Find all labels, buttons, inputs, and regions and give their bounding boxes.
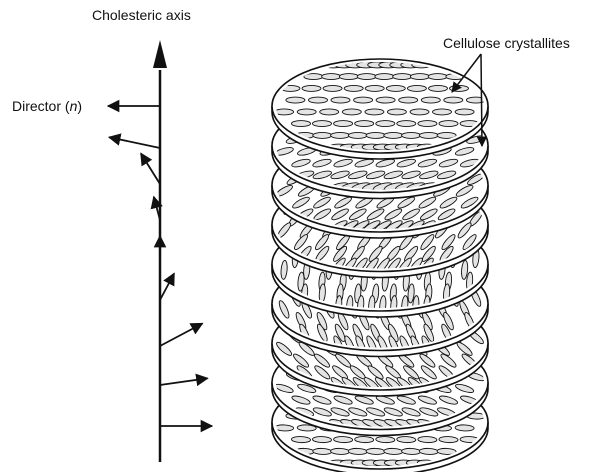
crystallite (355, 121, 374, 127)
crystallite (393, 74, 412, 80)
crystallite (302, 85, 321, 91)
crystallite (366, 132, 385, 138)
director-arrow (141, 154, 160, 185)
director-arrow (160, 274, 174, 301)
director-label: Director (n) (12, 98, 82, 114)
crystallite (309, 97, 328, 103)
crystallite (322, 74, 341, 80)
crystallite (407, 85, 426, 91)
cholesteric-axis-arrowhead (153, 40, 167, 68)
crystallite (342, 109, 361, 115)
crystallite (354, 97, 373, 103)
crystallite (348, 448, 367, 455)
director-label-prefix: Director ( (12, 98, 70, 114)
cellulose-layer-stack (272, 59, 488, 472)
crystallite (313, 121, 332, 127)
crystallite (366, 448, 385, 455)
crystallite (384, 448, 403, 455)
crystallite (348, 132, 367, 138)
cellulose-crystallites-label: Cellulose crystallites (443, 35, 570, 51)
crystallite (297, 109, 316, 115)
crystallite (455, 425, 474, 432)
crystallite (376, 121, 395, 127)
crystallite (419, 448, 438, 455)
callout-line-bottom (481, 54, 482, 146)
director-arrow (160, 378, 208, 385)
crystallite (419, 132, 438, 138)
crystallite (376, 97, 395, 103)
crystallite (402, 132, 421, 138)
crystallite (402, 448, 421, 455)
crystallite (410, 74, 429, 80)
crystallite (331, 97, 350, 103)
crystallite (418, 436, 437, 443)
crystallite (397, 436, 416, 443)
crystallite (292, 121, 311, 127)
layer-face (272, 59, 488, 153)
director-label-suffix: ) (77, 98, 82, 114)
director-arrow (109, 137, 160, 148)
crystallite (344, 85, 363, 91)
crystallite (399, 97, 418, 103)
crystallite (291, 436, 310, 443)
crystallite (387, 109, 406, 115)
crystallite (331, 132, 350, 138)
director-diagram (108, 40, 212, 462)
crystallite (418, 121, 437, 127)
director-arrow (160, 324, 202, 347)
cellulose-layer (272, 59, 488, 159)
crystallite (334, 121, 353, 127)
crystallite (313, 132, 332, 138)
crystallite (421, 97, 440, 103)
crystallite (376, 436, 395, 443)
cholesteric-axis-label: Cholesteric axis (92, 7, 191, 23)
crystallite (439, 436, 458, 443)
crystallite (355, 436, 374, 443)
crystallite (365, 85, 384, 91)
crystallite (365, 109, 384, 115)
crystallite (410, 109, 429, 115)
crystallite (357, 74, 376, 80)
crystallite (334, 436, 353, 443)
crystallite (312, 436, 331, 443)
crystallite (313, 448, 332, 455)
crystallite (375, 74, 394, 80)
crystallite (397, 121, 416, 127)
crystallite (320, 109, 339, 115)
crystallite (331, 448, 350, 455)
crystallite (339, 74, 358, 80)
crystallite (286, 97, 305, 103)
crystallite (455, 109, 474, 115)
crystallite (323, 85, 342, 91)
crystallite (429, 85, 448, 91)
crystallite (384, 132, 403, 138)
crystallite (433, 109, 452, 115)
crystallite (444, 97, 463, 103)
crystallite (439, 121, 458, 127)
crystallite (386, 85, 405, 91)
crystallite (428, 74, 447, 80)
